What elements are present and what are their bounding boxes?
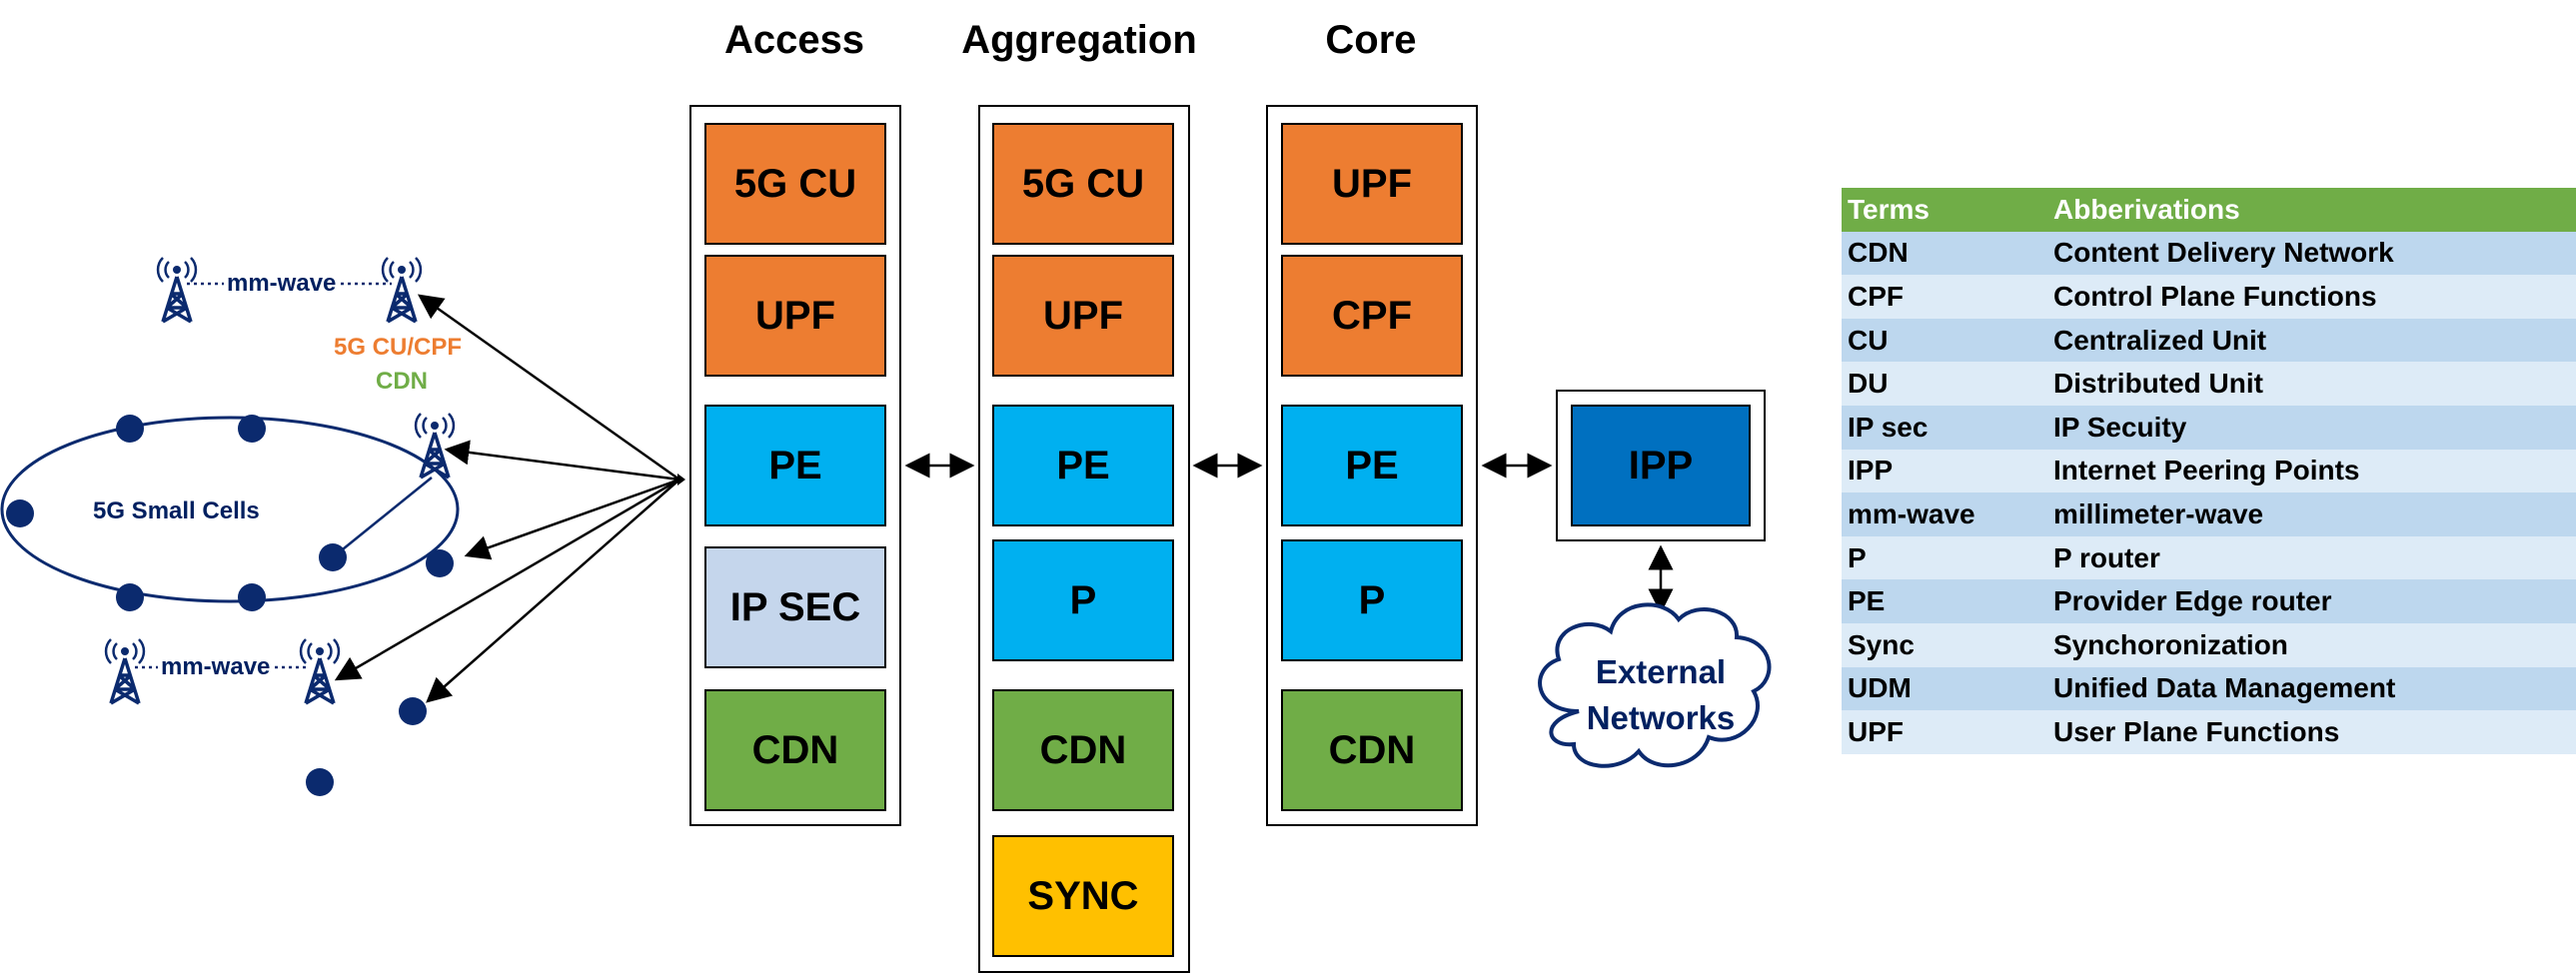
definition-cell: P router bbox=[2047, 535, 2576, 580]
header-abbreviations: Abberivations bbox=[2047, 188, 2576, 232]
external-networks-line2: Networks bbox=[1586, 699, 1736, 736]
definition-cell: millimeter-wave bbox=[2047, 492, 2576, 536]
term-cell: CPF bbox=[1842, 275, 2047, 319]
aggregation-title: Aggregation bbox=[961, 18, 1197, 62]
external-networks-cloud bbox=[1538, 602, 1772, 768]
mm-wave-label-bottom: mm-wave bbox=[158, 653, 274, 681]
cdn-label: CDN bbox=[376, 368, 428, 395]
aggregation-sync-block: SYNC bbox=[992, 835, 1174, 957]
term-cell: IP sec bbox=[1842, 405, 2047, 450]
access-fanout-arrows bbox=[334, 294, 680, 703]
aggregation-cdn-block: CDN bbox=[992, 689, 1174, 811]
header-terms: Terms bbox=[1842, 188, 2047, 232]
core-cpf-block: CPF bbox=[1281, 255, 1463, 377]
core-upf-block: UPF bbox=[1281, 123, 1463, 245]
tower-icon-middle bbox=[414, 412, 456, 480]
access-pe-block: PE bbox=[704, 405, 886, 526]
ipp-block: IPP bbox=[1571, 405, 1751, 526]
definition-cell: User Plane Functions bbox=[2047, 710, 2576, 754]
access-ip-sec-block: IP SEC bbox=[704, 546, 886, 668]
term-cell: UDM bbox=[1842, 666, 2047, 711]
core-title: Core bbox=[1325, 18, 1417, 62]
aggregation-pe-block: PE bbox=[992, 405, 1174, 526]
access-title: Access bbox=[723, 18, 865, 62]
core-pe-block: PE bbox=[1281, 405, 1463, 526]
term-cell: IPP bbox=[1842, 449, 2047, 493]
tower-icon-bottom-right bbox=[299, 637, 341, 705]
core-cdn-block: CDN bbox=[1281, 689, 1463, 811]
definition-cell: Internet Peering Points bbox=[2047, 449, 2576, 493]
aggregation-5g-cu-block: 5G CU bbox=[992, 123, 1174, 245]
fanout-hub bbox=[677, 474, 685, 486]
aggregation-p-block: P bbox=[992, 539, 1174, 661]
access-cdn-block: CDN bbox=[704, 689, 886, 811]
small-cells-ring bbox=[0, 416, 460, 603]
table-header-row: Terms Abberivations bbox=[1842, 188, 2576, 232]
aggregation-column bbox=[978, 105, 1190, 973]
term-cell: CDN bbox=[1842, 231, 2047, 276]
term-cell: P bbox=[1842, 535, 2047, 580]
term-cell: mm-wave bbox=[1842, 492, 2047, 536]
small-cells-label: 5G Small Cells bbox=[93, 497, 260, 524]
tower-icon-top-right bbox=[381, 256, 423, 324]
definition-cell: Synchoronization bbox=[2047, 622, 2576, 667]
small-cell-link bbox=[332, 477, 433, 558]
definition-cell: Unified Data Management bbox=[2047, 666, 2576, 711]
small-cell-nodes bbox=[6, 415, 454, 796]
access-upf-block: UPF bbox=[704, 255, 886, 377]
definition-cell: Provider Edge router bbox=[2047, 579, 2576, 623]
tower-icon-bottom-left bbox=[104, 637, 146, 705]
definition-cell: Distributed Unit bbox=[2047, 362, 2576, 406]
term-cell: PE bbox=[1842, 579, 2047, 623]
cu-cpf-label: 5G CU/CPF bbox=[334, 334, 463, 361]
definition-cell: IP Secuity bbox=[2047, 405, 2576, 450]
core-p-block: P bbox=[1281, 539, 1463, 661]
mm-wave-label-top: mm-wave bbox=[224, 270, 340, 298]
external-networks-line1: External bbox=[1595, 653, 1727, 690]
term-cell: Sync bbox=[1842, 622, 2047, 667]
tower-icon-top-left bbox=[156, 256, 198, 324]
term-cell: UPF bbox=[1842, 710, 2047, 754]
term-cell: CU bbox=[1842, 318, 2047, 363]
definition-cell: Content Delivery Network bbox=[2047, 231, 2576, 276]
term-cell: DU bbox=[1842, 362, 2047, 406]
external-networks-label: External Networks bbox=[1571, 649, 1751, 741]
definition-cell: Centralized Unit bbox=[2047, 318, 2576, 363]
definition-cell: Control Plane Functions bbox=[2047, 275, 2576, 319]
access-5g-cu-block: 5G CU bbox=[704, 123, 886, 245]
aggregation-upf-block: UPF bbox=[992, 255, 1174, 377]
